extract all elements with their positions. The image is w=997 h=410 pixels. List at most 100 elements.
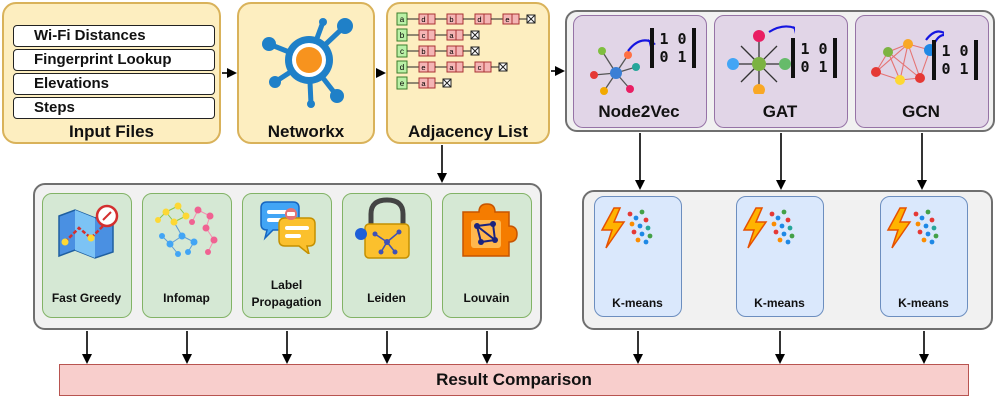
null-terminator-cross: [442, 78, 452, 88]
network-clusters-icon: [155, 202, 218, 257]
adjacency-node-label: a: [421, 79, 426, 88]
cluster-dot: [785, 239, 791, 245]
cluster-dot: [925, 209, 931, 215]
kmeans-lightning-scatter-icon: [742, 207, 795, 249]
cluster-dot: [925, 231, 931, 237]
cluster-dot: [919, 215, 925, 221]
cluster-dot: [645, 225, 651, 231]
adjacency-node-label: d: [477, 15, 481, 24]
kmeans-card-node2vec: K-means: [594, 196, 682, 317]
cluster-dot: [917, 229, 923, 235]
cluster-dot: [929, 239, 935, 245]
kmeans-label-1: K-means: [612, 296, 663, 310]
cluster-dot: [921, 237, 927, 243]
padlock-network-icon: [355, 197, 410, 259]
cluster-dot: [643, 239, 649, 245]
matrix-row-top: 1 0: [800, 40, 828, 58]
cluster-dot: [789, 233, 795, 239]
node2vec-card: Node2Vec: [573, 15, 707, 128]
cluster-dot: [785, 217, 791, 223]
cluster-dot: [933, 233, 939, 239]
file-wifi-distances: Wi-Fi Distances: [13, 25, 215, 47]
cluster-dot: [637, 223, 643, 229]
cluster-dot: [769, 211, 775, 217]
lightning-bolt: [886, 207, 912, 249]
cluster-dot: [775, 215, 781, 221]
null-terminator-cross: [498, 62, 508, 72]
kmeans-label-2: K-means: [754, 296, 805, 310]
cluster-dot: [781, 209, 787, 215]
gat-graph-icon: [727, 25, 795, 94]
networkx-label: Networkx: [267, 122, 345, 141]
matrix-row-top: 1 0: [941, 42, 969, 60]
matrix-row-bottom: 0 1: [659, 48, 687, 66]
adjacency-node-label: a: [449, 47, 454, 56]
adjacency-head-label: a: [400, 15, 405, 24]
node2vec-graph-icon: [590, 39, 656, 95]
file-steps: Steps: [13, 97, 215, 119]
adjacency-node-label: a: [449, 63, 454, 72]
adjacency-node-label: c: [422, 31, 426, 40]
adjacency-head-label: e: [400, 79, 405, 88]
adjacency-list-label: Adjacency List: [408, 122, 528, 141]
input-files-label: Input Files: [69, 122, 154, 141]
cluster-dot: [647, 233, 653, 239]
leiden-card: Leiden: [342, 193, 432, 318]
adjacency-head-label: b: [400, 31, 405, 40]
kmeans-card-gat: K-means: [736, 196, 824, 317]
cluster-dot: [777, 237, 783, 243]
cluster-dot: [639, 209, 645, 215]
cluster-dot: [639, 231, 645, 237]
infomap-label: Infomap: [163, 291, 210, 305]
cluster-dot: [627, 211, 633, 217]
gat-label: GAT: [762, 102, 798, 121]
adjacency-head-label: d: [400, 63, 404, 72]
cluster-dot: [779, 223, 785, 229]
fast-greedy-card: Fast Greedy: [42, 193, 132, 318]
null-terminator-cross: [526, 14, 536, 24]
cluster-dot: [787, 225, 793, 231]
cluster-dot: [915, 221, 921, 227]
adjacency-head-label: c: [400, 47, 404, 56]
cluster-dot: [633, 215, 639, 221]
adjacency-node-label: c: [478, 63, 482, 72]
kmeans-lightning-scatter-icon: [600, 207, 653, 249]
networkx-logo-icon: [262, 18, 353, 108]
cluster-dot: [773, 229, 779, 235]
chat-bubbles-icon: [260, 201, 316, 254]
gat-card: GAT: [714, 15, 848, 128]
node2vec-label: Node2Vec: [598, 102, 680, 121]
louvain-label: Louvain: [463, 291, 510, 305]
matrix-row-bottom: 0 1: [941, 60, 969, 78]
louvain-card: Louvain: [442, 193, 532, 318]
null-terminator-cross: [470, 46, 480, 56]
null-terminator-cross: [470, 30, 480, 40]
leiden-label: Leiden: [367, 291, 406, 305]
puzzle-network-icon: [462, 203, 518, 257]
networkx-panel: Networkx: [237, 2, 375, 144]
cluster-dot: [629, 221, 635, 227]
kmeans-card-gcn: K-means: [880, 196, 968, 317]
adjacency-node-label: d: [421, 15, 425, 24]
cluster-dot: [643, 217, 649, 223]
file-fingerprint-lookup: Fingerprint Lookup: [13, 49, 215, 71]
cluster-dot: [923, 223, 929, 229]
adjacency-node-label: b: [449, 15, 453, 24]
lightning-bolt: [600, 207, 626, 249]
adjacency-node-label: e: [505, 15, 509, 24]
matrix-row-bottom: 0 1: [800, 58, 828, 76]
adjacency-node-label: e: [421, 63, 425, 72]
input-files-panel: Wi-Fi Distances Fingerprint Lookup Eleva…: [2, 2, 221, 144]
kmeans-label-3: K-means: [898, 296, 949, 310]
cluster-dot: [771, 221, 777, 227]
result-comparison-box: Result Comparison: [59, 364, 969, 396]
kmeans-lightning-scatter-icon: [886, 207, 939, 249]
cluster-dot: [635, 237, 641, 243]
cluster-dot: [781, 231, 787, 237]
